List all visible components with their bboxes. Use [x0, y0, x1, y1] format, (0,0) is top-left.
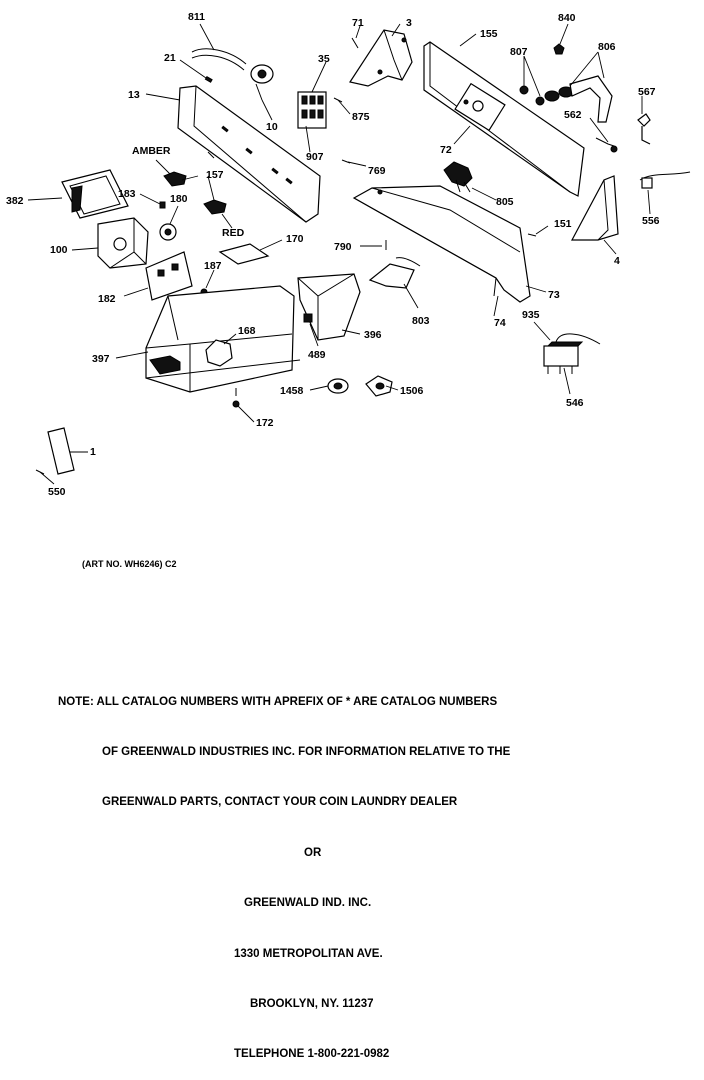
callout-label: 875	[352, 111, 370, 123]
callout-label: 556	[642, 215, 660, 227]
part-wire-556	[639, 171, 691, 189]
callout-label: 10	[266, 121, 278, 133]
part-clip-1506	[365, 375, 393, 397]
callout-label: 840	[558, 12, 576, 24]
callout-label: AMBER	[132, 145, 171, 157]
callout-label: 907	[306, 151, 324, 163]
callout-label: 567	[638, 86, 656, 98]
part-connector-562	[610, 145, 618, 153]
part-label-1	[47, 427, 75, 475]
callout-label: 73	[548, 289, 560, 301]
part-timer	[97, 217, 149, 269]
callout-label: 803	[412, 315, 430, 327]
note-line: GREENWALD PARTS, CONTACT YOUR COIN LAUND…	[102, 796, 458, 809]
part-plate-170	[218, 243, 270, 265]
callout-label: 489	[308, 349, 326, 361]
part-timer-motor	[250, 64, 274, 101]
callout-label: 1506	[400, 385, 424, 397]
leader-lines	[27, 23, 651, 485]
part-switch-805	[443, 161, 473, 193]
callout-label: 187	[204, 260, 222, 272]
part-grommet-a	[519, 85, 529, 95]
note-line: GREENWALD IND. INC.	[244, 897, 372, 910]
part-bracket-803	[368, 257, 421, 289]
callout-label: 562	[564, 109, 582, 121]
callout-label: 155	[480, 28, 498, 40]
part-bracket-182	[145, 251, 193, 301]
callout-label: 1458	[280, 385, 304, 397]
part-light-amber	[163, 171, 187, 187]
note-line: BROOKLYN, NY. 11237	[250, 997, 374, 1010]
part-wire-562	[595, 137, 615, 147]
callout-label: 4	[614, 255, 620, 267]
callout-label: 546	[566, 397, 584, 409]
callout-label: 806	[598, 41, 616, 53]
part-control-panel	[177, 85, 321, 223]
callout-label: 168	[238, 325, 256, 337]
callout-label: 811	[188, 11, 205, 23]
callout-label: 21	[164, 52, 176, 64]
callout-label: 769	[368, 165, 386, 177]
callout-label: 790	[334, 241, 352, 253]
callout-label: 151	[554, 218, 572, 230]
part-screw	[204, 75, 213, 83]
part-rail	[352, 185, 531, 303]
callout-label: 396	[364, 329, 382, 341]
callout-label: 180	[170, 193, 188, 205]
part-lamp-assembly	[544, 75, 613, 123]
part-bracket-right	[571, 175, 619, 241]
part-screw-151	[527, 233, 537, 237]
note-line: TELEPHONE 1-800-221-0982	[234, 1048, 390, 1061]
callout-label: 72	[440, 144, 452, 156]
note-line: OR	[304, 846, 322, 859]
callout-label: 71	[352, 17, 364, 29]
art-number: (ART NO. WH6246) C2	[82, 559, 177, 569]
part-knob-840	[553, 43, 565, 55]
part-screw-71	[351, 37, 359, 49]
note-line: NOTE: ALL CATALOG NUMBERS WITH APREFIX O…	[58, 695, 498, 708]
callout-label: 397	[92, 353, 110, 365]
note-line: 1330 METROPOLITAN AVE.	[234, 947, 383, 960]
part-knob-180	[159, 223, 177, 241]
part-window-382	[61, 169, 129, 219]
part-clip-567	[637, 113, 651, 145]
part-grommet-b	[535, 96, 545, 106]
part-control-box	[145, 285, 301, 393]
part-bracket-left	[349, 29, 413, 87]
part-screw-172	[232, 400, 240, 408]
callout-label: 157	[206, 169, 224, 181]
callout-label: RED	[222, 227, 245, 239]
part-hose	[191, 48, 247, 71]
callout-label: 35	[318, 53, 330, 65]
callout-label: 382	[6, 195, 24, 207]
exploded-parts-diagram: 811 71 3 840 155 807 806 21 35 10 567 13…	[6, 11, 691, 498]
callout-label: 172	[256, 417, 274, 429]
part-bracket-396	[297, 273, 361, 341]
callout-label: 100	[50, 244, 68, 256]
callout-label: 805	[496, 196, 514, 208]
callout-label: 13	[128, 89, 140, 101]
callout-label: 170	[286, 233, 304, 245]
part-switch-block	[297, 91, 327, 129]
greenwald-note: NOTE: ALL CATALOG NUMBERS WITH APREFIX O…	[58, 660, 618, 1080]
callout-label: 183	[118, 188, 136, 200]
part-screw-183	[159, 201, 166, 209]
callout-label: 3	[406, 17, 412, 29]
part-clip-1458	[327, 378, 349, 394]
callout-label: 807	[510, 46, 528, 58]
callout-label: 74	[494, 317, 506, 329]
callout-label: 1	[90, 446, 96, 458]
callout-label: 550	[48, 486, 66, 498]
part-harness	[543, 333, 601, 374]
part-light-red	[203, 199, 227, 215]
note-line: OF GREENWALD INDUSTRIES INC. FOR INFORMA…	[102, 745, 511, 758]
callout-label: 182	[98, 293, 116, 305]
part-backsplash	[423, 41, 585, 197]
callout-label: 935	[522, 309, 540, 321]
